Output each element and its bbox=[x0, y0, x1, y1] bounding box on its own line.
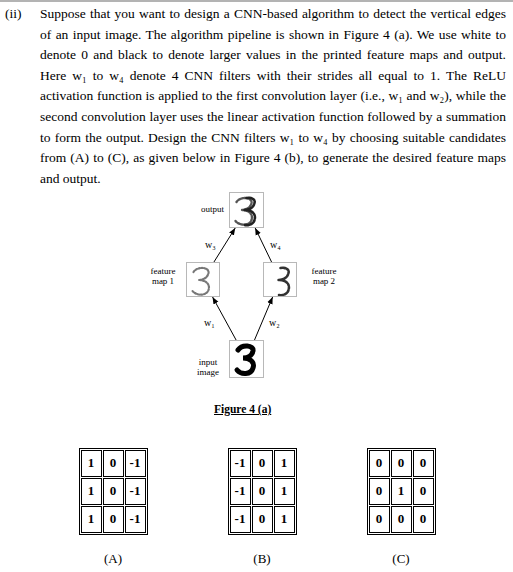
matrix-cell: 1 bbox=[273, 477, 295, 505]
matrix-cell: 0 bbox=[368, 449, 390, 477]
image-box: input image bbox=[229, 340, 264, 378]
edge-trace bbox=[193, 268, 209, 295]
matrix-cell: 0 bbox=[251, 449, 273, 477]
matrix-cell: 0 bbox=[368, 477, 390, 505]
arrow-connector bbox=[213, 297, 237, 340]
matrix-frame bbox=[79, 448, 147, 534]
image-box: feature map 2 bbox=[263, 262, 297, 297]
matrix-cell: -1 bbox=[229, 449, 251, 477]
matrix-cell: 0 bbox=[412, 505, 434, 533]
question-text: Suppose that you want to design a CNN-ba… bbox=[40, 4, 506, 189]
sub-figure-label: (C) bbox=[381, 551, 421, 567]
matrix-cell: 0 bbox=[251, 477, 273, 505]
figure-caption: Figure 4 (a) bbox=[214, 403, 271, 415]
sub-figure-label: (A) bbox=[93, 551, 133, 567]
filter-label: w₄ bbox=[270, 239, 281, 250]
box-label: output bbox=[190, 204, 224, 214]
box-label: feature map 2 bbox=[303, 266, 345, 286]
matrix-cell: 0 bbox=[251, 505, 273, 533]
filter-grids bbox=[79, 448, 435, 534]
matrix-frame bbox=[367, 448, 435, 534]
feature-map-image bbox=[263, 262, 297, 297]
arrow-connector bbox=[214, 228, 235, 262]
matrix-frame bbox=[228, 448, 296, 534]
matrix-cell: 1 bbox=[273, 505, 295, 533]
output-image bbox=[229, 192, 264, 228]
arrow-connector bbox=[255, 228, 271, 262]
matrix-cell: -1 bbox=[124, 449, 146, 477]
edge-trace bbox=[279, 268, 289, 295]
matrix-cell: 0 bbox=[390, 505, 412, 533]
box-label: feature map 1 bbox=[142, 266, 184, 286]
image-box: feature map 1 bbox=[186, 262, 220, 297]
matrix-cell: 1 bbox=[80, 505, 102, 533]
matrix-cell: 1 bbox=[390, 477, 412, 505]
matrix-cell: 0 bbox=[412, 477, 434, 505]
filter-label: w₂ bbox=[269, 317, 280, 328]
image-box: output bbox=[229, 192, 264, 228]
matrix-cell: 1 bbox=[80, 477, 102, 505]
feature-map-image bbox=[186, 262, 220, 297]
matrix-cell: 0 bbox=[412, 449, 434, 477]
filter-label: w₃ bbox=[205, 239, 216, 250]
matrix-cell: -1 bbox=[124, 505, 146, 533]
matrix-cell: 1 bbox=[273, 449, 295, 477]
box-label: input image bbox=[190, 357, 226, 377]
matrix-cells bbox=[81, 450, 145, 532]
sub-figure-label: (B) bbox=[242, 551, 282, 567]
top-rule bbox=[0, 0, 513, 2]
item-number: (ii) bbox=[5, 4, 39, 25]
matrix-cell: 0 bbox=[390, 449, 412, 477]
matrix-cell: -1 bbox=[229, 477, 251, 505]
edge-trace bbox=[245, 198, 255, 225]
matrix-cell: 1 bbox=[80, 449, 102, 477]
matrix-cell: 0 bbox=[102, 449, 124, 477]
matrix-cell: 0 bbox=[102, 477, 124, 505]
digit-stroke bbox=[237, 346, 253, 374]
matrix-cell: 0 bbox=[368, 505, 390, 533]
matrix-cells bbox=[369, 450, 433, 532]
matrix-cell: -1 bbox=[124, 477, 146, 505]
input-image bbox=[229, 340, 264, 378]
matrix-cell: -1 bbox=[229, 505, 251, 533]
matrix-cell: 0 bbox=[102, 505, 124, 533]
filter-label: w₁ bbox=[204, 317, 215, 328]
matrix-cells bbox=[230, 450, 294, 532]
